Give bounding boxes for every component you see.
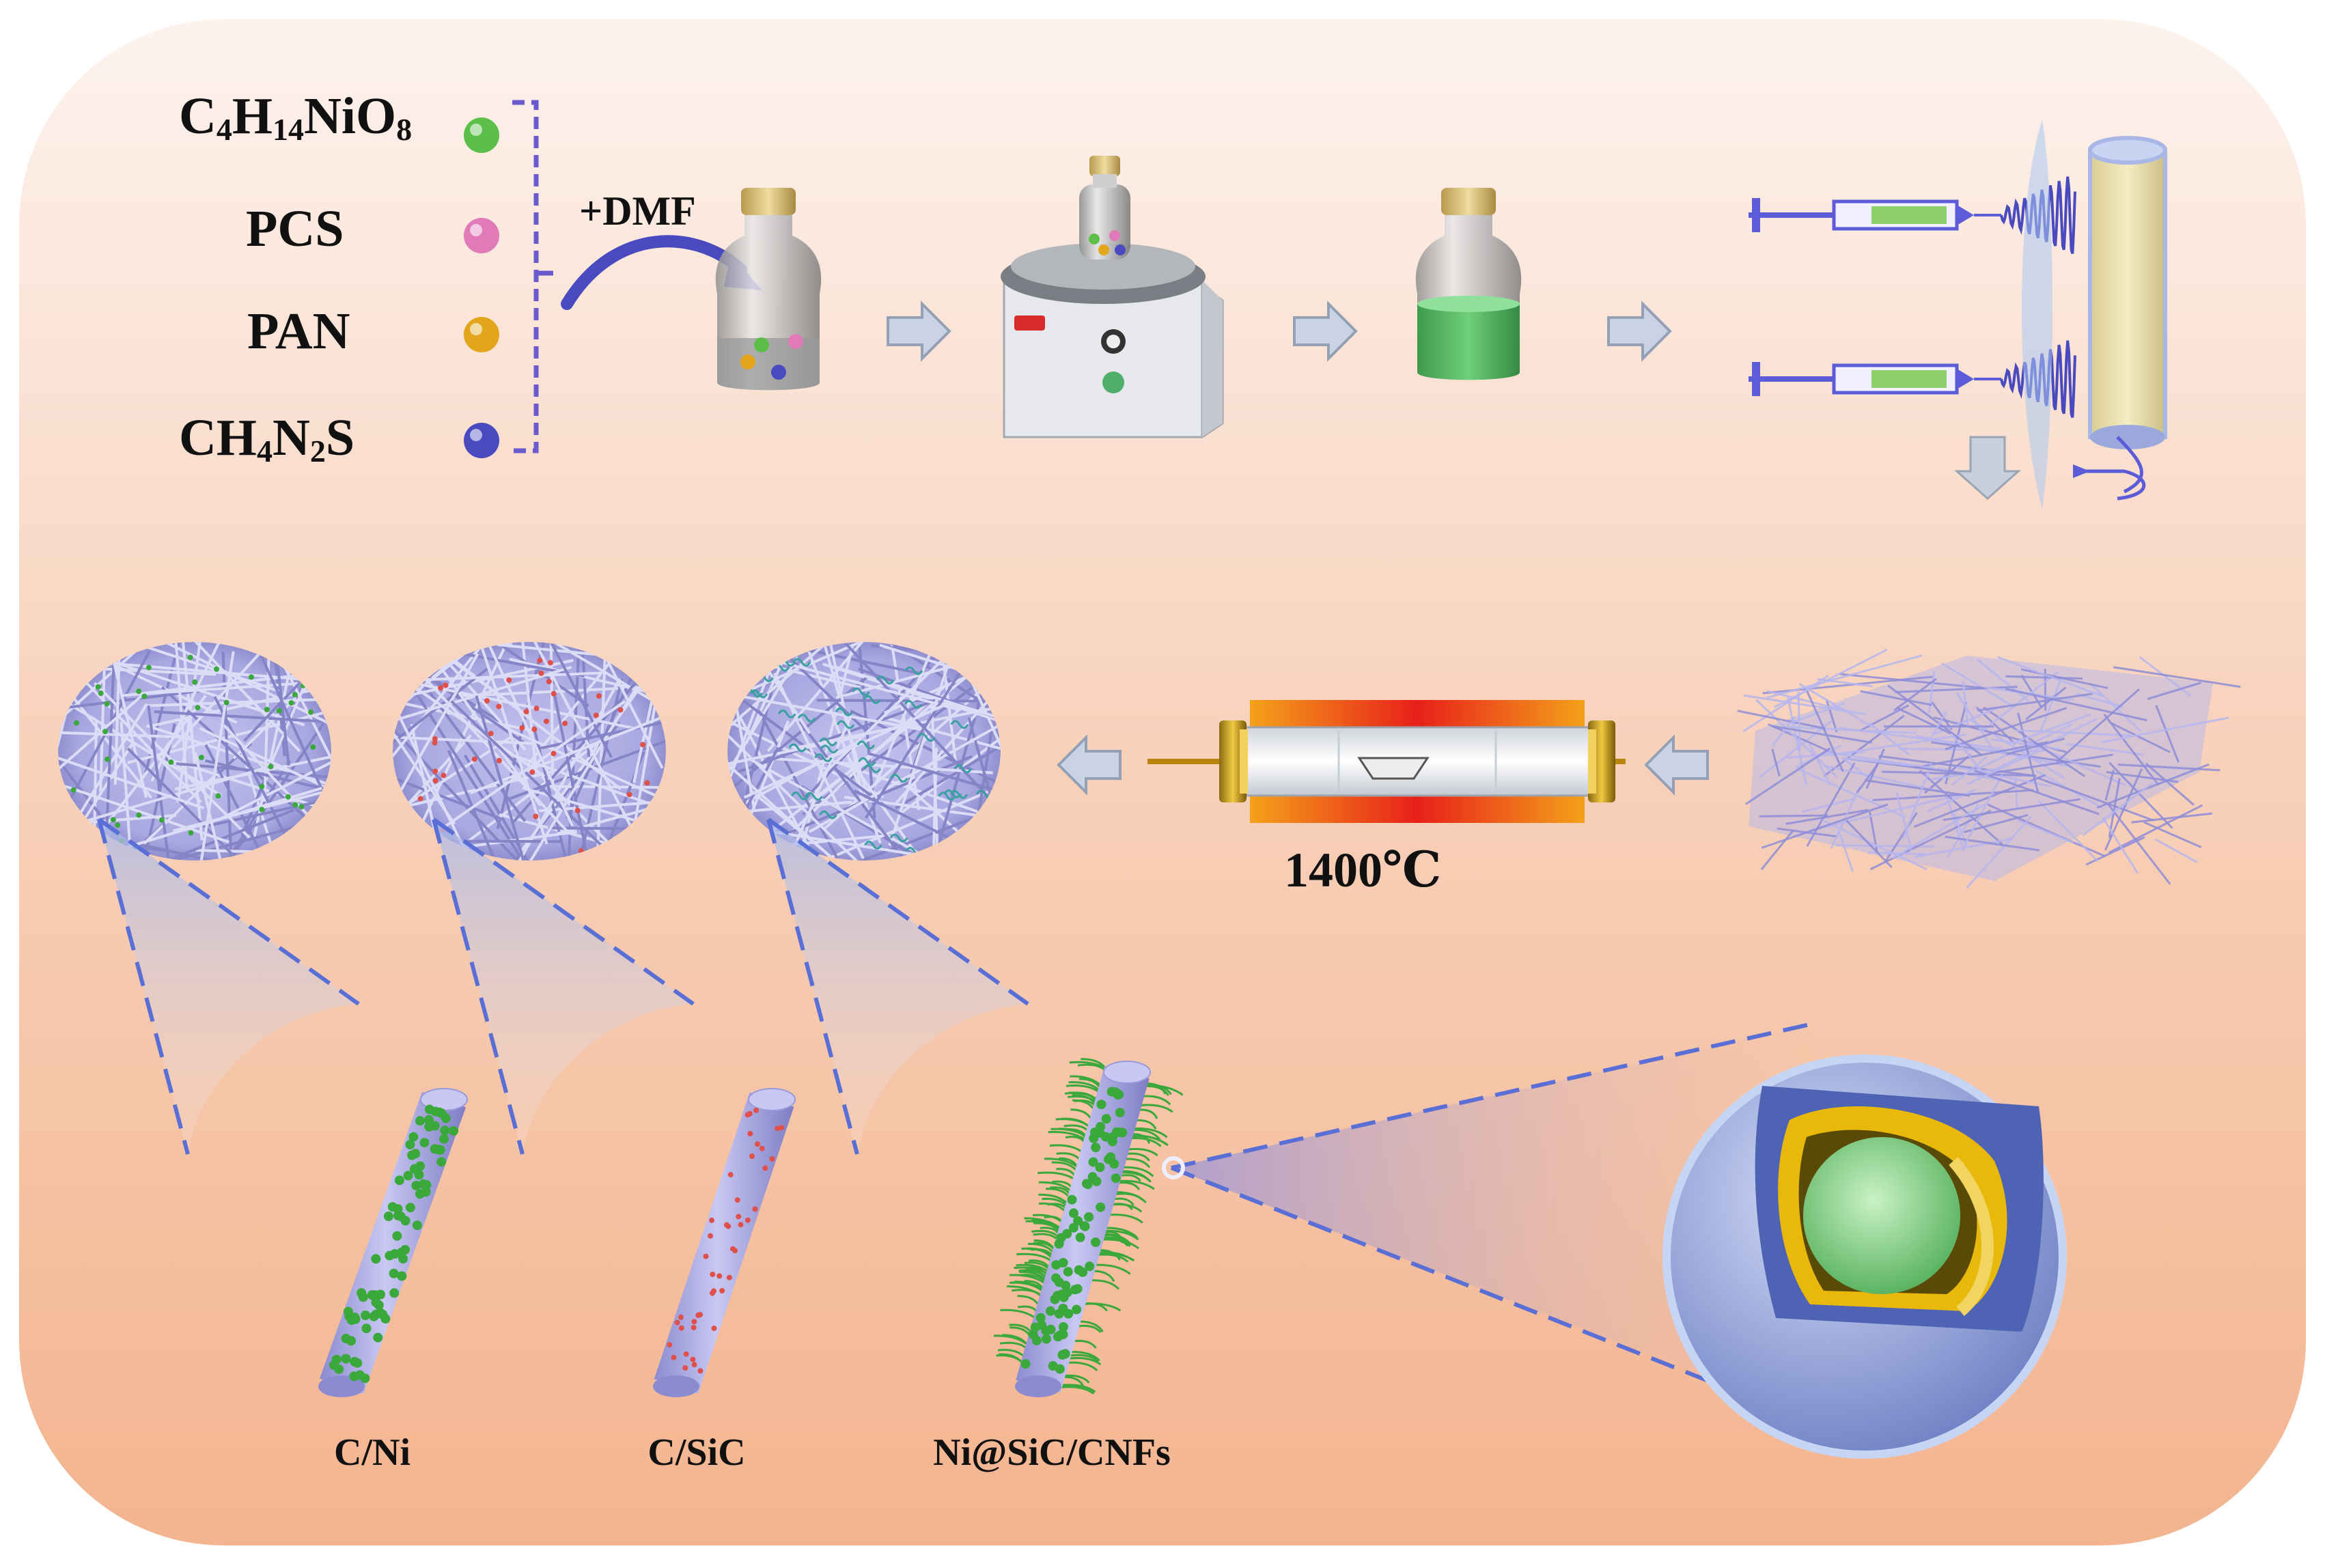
sample-label-c-sic: C/SiC (608, 1431, 785, 1474)
reagent-label-pcs: PCS (246, 199, 344, 259)
solvent-label: +DMF (579, 188, 696, 235)
core-shell-particle (1667, 1059, 2063, 1455)
reagent-sphere-2 (464, 317, 499, 352)
reagent-sphere-1 (464, 218, 499, 253)
reagent-label-nickel-acetate: C4H14NiO8 (179, 87, 412, 148)
reagent-sphere-3 (464, 423, 499, 458)
reagent-sphere-0 (464, 117, 499, 153)
reagent-label-thiourea: CH4N2S (179, 408, 354, 469)
sample-label-ni-sic-cnfs: Ni@SiC/CNFs (888, 1431, 1216, 1474)
reagent-label-pan: PAN (247, 302, 350, 361)
sample-label-c-ni: C/Ni (287, 1431, 458, 1474)
temperature-label: 1400℃ (1284, 840, 1441, 899)
